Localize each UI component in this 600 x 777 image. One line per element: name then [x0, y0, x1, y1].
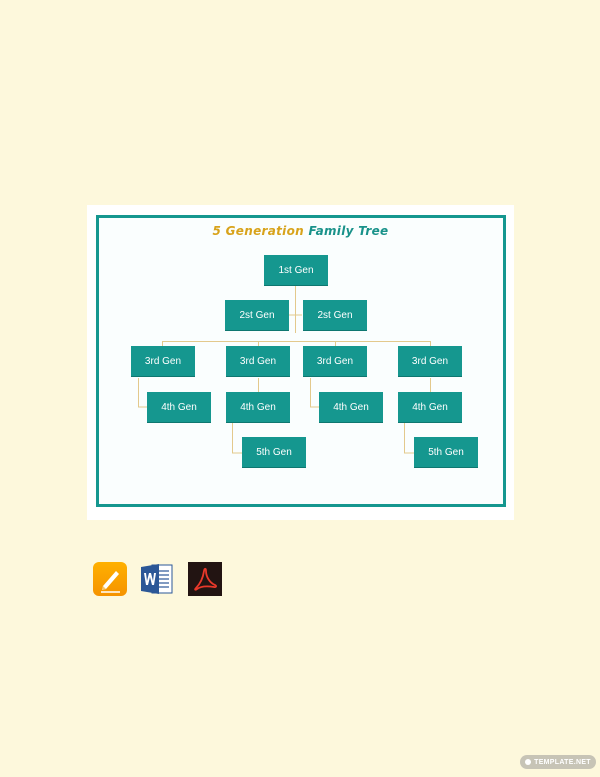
watermark-logo-icon — [525, 759, 532, 765]
node-4th-gen-4: 4th Gen — [398, 392, 462, 423]
node-5th-gen-1: 5th Gen — [242, 437, 306, 468]
node-4th-gen-2: 4th Gen — [226, 392, 290, 423]
pages-icon[interactable] — [93, 562, 127, 596]
connector-line — [404, 423, 414, 454]
watermark-badge: TEMPLATE.NET — [520, 755, 596, 769]
pages-pen-glyph — [101, 571, 120, 593]
watermark-text: TEMPLATE.NET — [534, 758, 591, 766]
node-4th-gen-1: 4th Gen — [147, 392, 211, 423]
connector-line — [138, 378, 147, 408]
node-2nd-gen-left: 2st Gen — [225, 300, 289, 331]
diagram-title: 5 Generation Family Tree — [87, 224, 514, 238]
acrobat-glyph — [194, 567, 217, 591]
node-2nd-gen-right: 2st Gen — [303, 300, 367, 331]
node-3rd-gen-3: 3rd Gen — [303, 346, 367, 377]
title-family-tree-text: Family Tree — [308, 224, 389, 238]
connector-line — [232, 423, 242, 454]
title-generation-text: 5 Generation — [212, 224, 304, 238]
template-preview-card: 5 Generation Family Tree 1st Gen 2st Gen… — [87, 205, 514, 520]
node-3rd-gen-2: 3rd Gen — [226, 346, 290, 377]
pdf-icon[interactable] — [188, 562, 222, 596]
word-icon[interactable] — [140, 562, 174, 596]
node-3rd-gen-1: 3rd Gen — [131, 346, 195, 377]
node-4th-gen-3: 4th Gen — [319, 392, 383, 423]
node-1st-gen: 1st Gen — [264, 255, 328, 286]
node-5th-gen-2: 5th Gen — [414, 437, 478, 468]
word-document-glyph — [141, 564, 173, 594]
connector-line — [310, 378, 319, 408]
connector-lines — [138, 286, 431, 454]
node-3rd-gen-4: 3rd Gen — [398, 346, 462, 377]
